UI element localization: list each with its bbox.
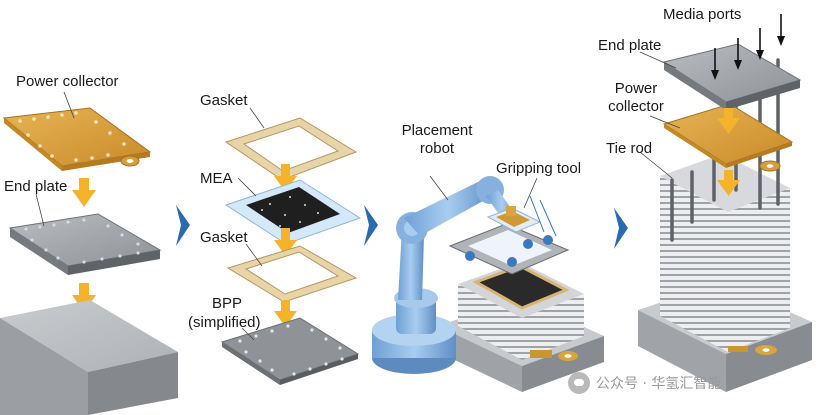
label-bpp: BPP <box>212 295 243 312</box>
step-arrow-icon <box>364 205 378 246</box>
end-plate <box>8 213 162 275</box>
label-end-plate: End plate <box>4 178 68 195</box>
down-arrow-icon <box>72 178 96 207</box>
watermark-text: 公众号 · 华氢汇智能 <box>596 376 722 392</box>
leader-lines <box>639 51 681 179</box>
base-block <box>0 300 178 415</box>
label-tie-rod: Tie rod <box>606 140 653 157</box>
gripping-tool <box>448 195 570 275</box>
down-arrow-icon <box>274 164 297 192</box>
label-placement-robot-line1: Placement <box>401 122 473 139</box>
robot-arm <box>372 176 518 374</box>
leader-lines <box>35 91 265 341</box>
power-collector-plate <box>2 107 152 171</box>
label-media-ports: Media ports <box>663 6 742 23</box>
panel-1-endplate-assembly <box>0 107 178 415</box>
mea-layer <box>224 179 362 245</box>
panel-3-robot-placement <box>372 175 604 392</box>
end-plate <box>662 43 802 110</box>
gasket-bottom-frame <box>226 245 358 303</box>
leader-line <box>429 175 449 201</box>
label-end-plate-2: End plate <box>598 37 662 54</box>
power-collector-plate <box>662 103 794 172</box>
panel-2-cell-layers <box>220 117 362 385</box>
label-gasket-bottom: Gasket <box>200 229 248 246</box>
down-arrow-icon <box>274 228 297 256</box>
label-power-collector: Power collector <box>16 73 119 90</box>
partial-stack <box>458 262 584 361</box>
label-mea: MEA <box>200 170 233 187</box>
down-arrow-icon <box>717 108 740 134</box>
label-placement-robot-line2: robot <box>419 140 455 157</box>
step-arrow-icon <box>614 208 628 249</box>
down-arrow-icon <box>274 300 297 327</box>
wechat-icon <box>568 372 590 394</box>
down-arrow-icon <box>717 170 740 196</box>
label-gripping-tool: Gripping tool <box>496 160 582 177</box>
bpp-plate <box>220 317 360 385</box>
watermark: 公众号 · 华氢汇智能 <box>568 372 721 394</box>
cell-stack <box>660 154 790 355</box>
leader-line <box>523 177 538 209</box>
step-arrow-icon <box>176 205 190 246</box>
gasket-top-frame <box>224 117 358 181</box>
panel-4-full-stack <box>638 14 812 392</box>
media-port-arrows <box>711 14 785 80</box>
label-power-collector-2-line2: collector <box>608 98 664 115</box>
label-gasket-top: Gasket <box>200 92 248 109</box>
label-power-collector-2-line1: Power <box>614 80 658 97</box>
label-bpp-note: (simplified) <box>188 314 261 331</box>
